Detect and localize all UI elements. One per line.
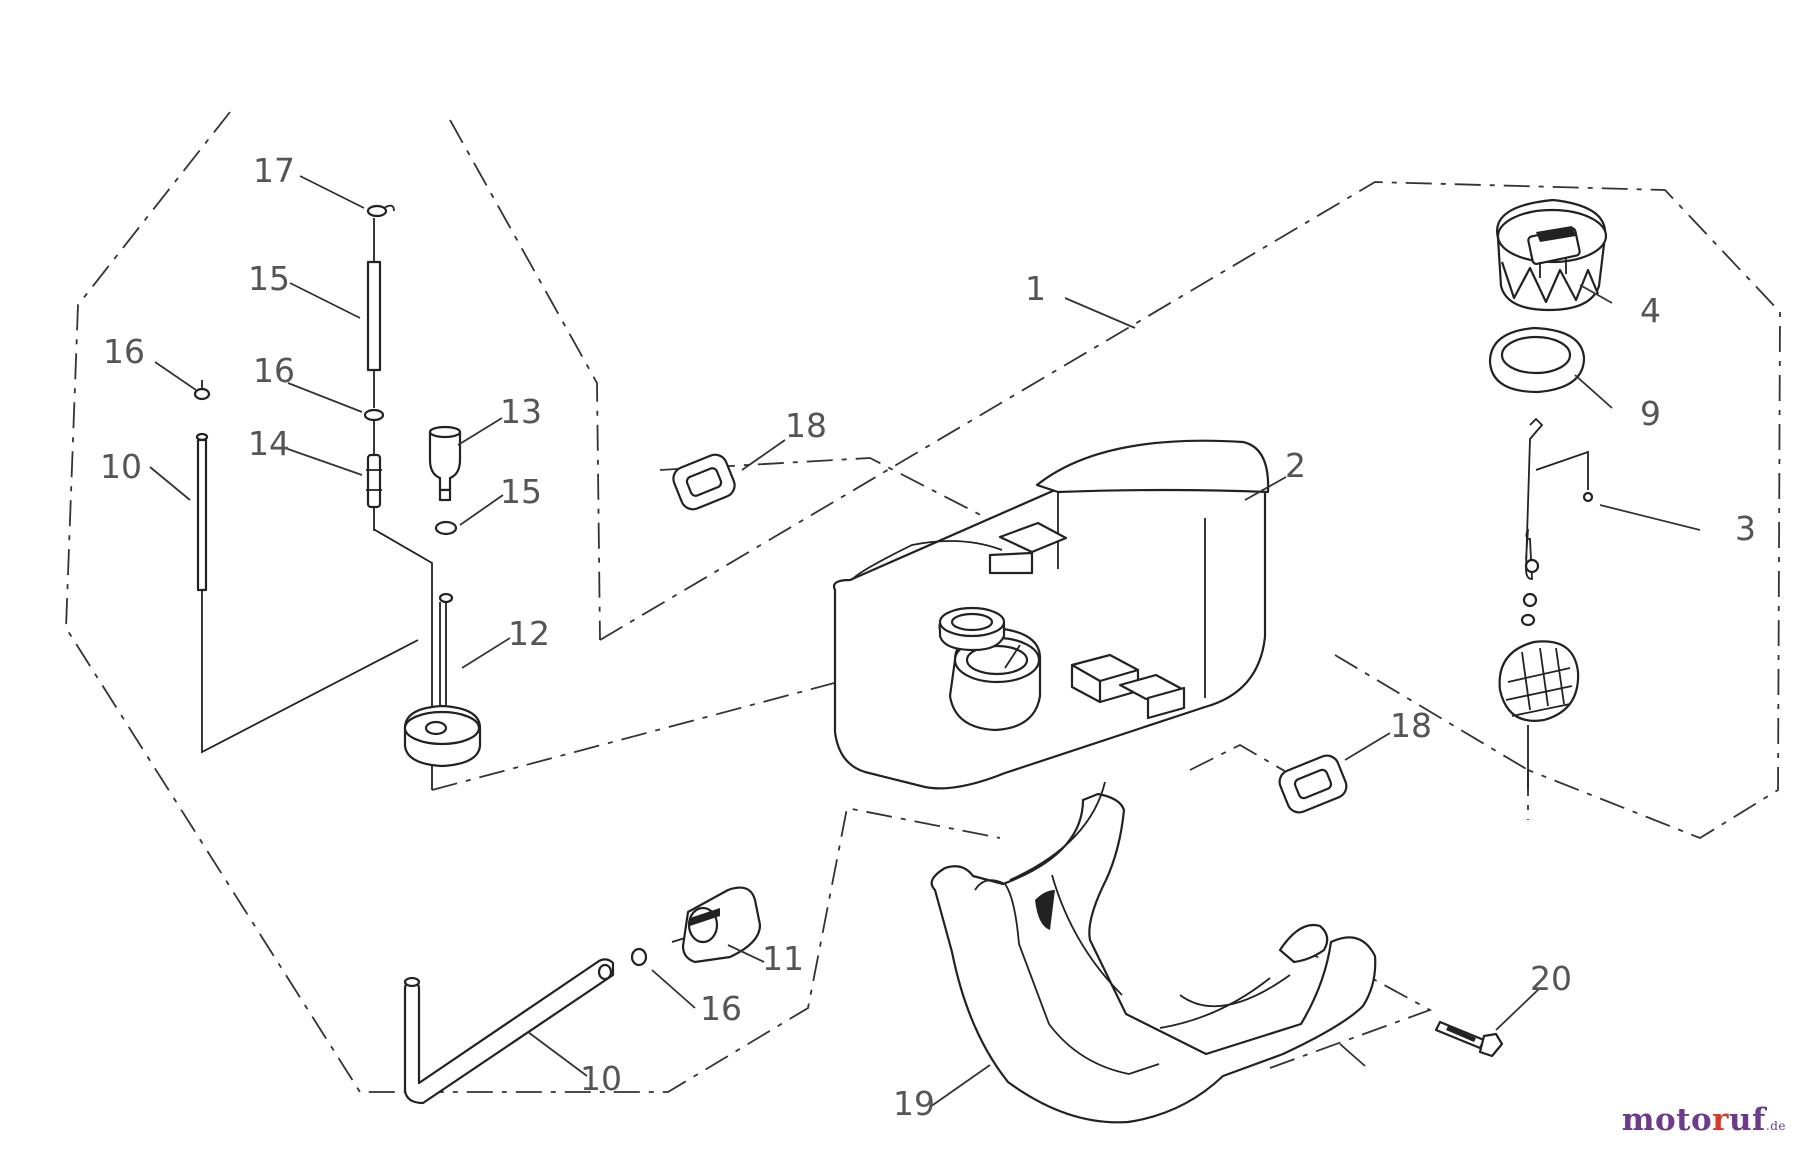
guard-axis-line [1269, 949, 1433, 1069]
boundary-left-upper [449, 119, 601, 641]
grommet-part-18-left [672, 453, 736, 511]
label-part-15-upper: 15 [248, 259, 290, 298]
label-part-3: 3 [1735, 509, 1756, 548]
label-part-1: 1 [1025, 269, 1046, 308]
label-part-18-left: 18 [785, 406, 827, 445]
label-part-12: 12 [508, 614, 550, 653]
watermark-logo: motoruf.de [1622, 1102, 1786, 1138]
grommet-part-18-right [1278, 754, 1348, 814]
label-part-18-right: 18 [1390, 706, 1432, 745]
watermark-accent: r [1712, 1102, 1730, 1138]
watermark-text-2: uf [1729, 1102, 1766, 1138]
label-part-10-bottom: 10 [580, 1059, 622, 1098]
fuel-line-path-left [201, 590, 419, 754]
gasket-part-9 [1488, 326, 1586, 394]
leader-lines [149, 175, 1701, 1108]
oring-part-16-middle [363, 408, 385, 422]
label-part-9: 9 [1640, 394, 1661, 433]
watermark-tld: .de [1765, 1119, 1786, 1133]
grommet-right-axis [1189, 743, 1301, 781]
watermark-text-1: moto [1621, 1102, 1713, 1138]
fuel-cap-part-4 [1496, 198, 1608, 312]
filter-part-11 [671, 886, 762, 964]
label-part-11: 11 [762, 939, 804, 978]
boundary-tank-assembly [599, 181, 1781, 840]
tank-axis-line [1334, 654, 1529, 771]
strainer-part-3 [1498, 417, 1594, 722]
pipe-part-15-upper [366, 218, 382, 408]
tube-part-10-left [195, 432, 209, 592]
label-part-4: 4 [1640, 291, 1661, 330]
screw-part-20 [1434, 1020, 1504, 1058]
oring-part-16-left [193, 380, 211, 401]
label-part-16-middle: 16 [253, 351, 295, 390]
label-part-17: 17 [253, 151, 295, 190]
boundary-left-assembly [65, 111, 1001, 1093]
fuel-filter-part-13 [428, 425, 462, 502]
grommet-part-15-small [434, 520, 458, 536]
tank-guard-part-19 [930, 781, 1377, 1124]
label-part-15-small: 15 [500, 472, 542, 511]
tube-part-10-bottom [403, 958, 615, 1105]
clip-part-17 [366, 204, 395, 218]
connector-part-14 [366, 420, 382, 531]
label-part-13: 13 [500, 392, 542, 431]
fuel-tank-part-2 [832, 439, 1270, 790]
oring-part-16-bottom [630, 947, 648, 967]
grommet-axis-line [659, 457, 1001, 526]
label-part-2: 2 [1285, 446, 1306, 485]
label-part-10-left: 10 [100, 447, 142, 486]
label-part-16-left: 16 [103, 332, 145, 371]
label-part-14: 14 [248, 424, 290, 463]
grommet-part-12 [403, 592, 482, 768]
label-part-16-bottom: 16 [700, 989, 742, 1028]
label-part-20: 20 [1530, 959, 1572, 998]
label-part-19: 19 [893, 1084, 935, 1123]
